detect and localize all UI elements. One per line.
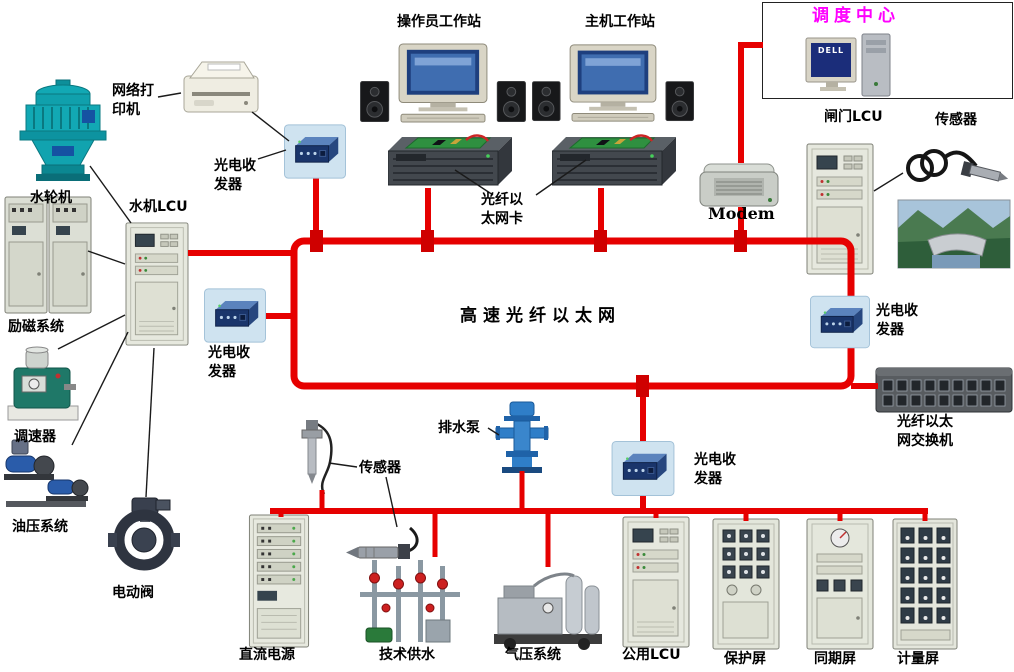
fiber-card-server-left-image: [388, 134, 512, 187]
label-sensor-bottom: 传感器: [359, 460, 401, 476]
oil-pressure-image: [4, 439, 89, 507]
dam-photo-image: [897, 199, 1011, 269]
tech-water-image: [360, 560, 460, 643]
water-turbine-image: [19, 79, 107, 181]
gate-lcu-cabinet-image: [806, 143, 874, 275]
label-tech-water: 技术供水: [379, 647, 435, 663]
pointer-lines: [57, 92, 904, 528]
excitation-cabinets-image: [4, 196, 92, 314]
label-hydro-lcu: 水机LCU: [129, 199, 188, 215]
label-protection-panel: 保护屏: [724, 651, 766, 667]
metering-panel-image: [892, 518, 958, 650]
transceiver-a-image: [284, 124, 346, 179]
label-network-printer: 网络打印机: [112, 83, 154, 118]
label-air-pressure: 气压系统: [505, 647, 561, 663]
transceiver-c-image: [810, 295, 870, 349]
dell-logo-text: DELL: [817, 46, 845, 55]
network-printer-image: [183, 61, 259, 113]
drain-pump-image: [495, 401, 549, 473]
transceiver-b-image: [204, 288, 266, 343]
label-sync-panel: 同期屏: [814, 651, 856, 667]
sensor-low-image: [346, 526, 419, 559]
label-electric-valve: 电动阀: [112, 585, 154, 601]
label-fiber-switch: 光纤以太网交换机: [897, 414, 953, 449]
label-dc-power: 直流电源: [239, 647, 295, 663]
label-host-workstation: 主机工作站: [585, 14, 655, 30]
equipment-layer: [4, 33, 1013, 650]
label-excitation-system: 励磁系统: [8, 319, 64, 335]
air-compressor-image: [494, 572, 602, 650]
label-transceiver-d: 光电收发器: [694, 452, 736, 487]
protection-panel-image: [712, 518, 780, 650]
label-drain-pump: 排水泵: [438, 420, 480, 436]
modem-image: [699, 163, 779, 207]
electric-valve-image: [108, 497, 180, 571]
hydro-lcu-cabinet-image: [125, 222, 189, 346]
transceiver-d-image: [611, 441, 675, 496]
host-workstation-image: [532, 45, 693, 121]
label-common-lcu: 公用LCU: [622, 647, 681, 663]
bus-junction-blocks: [310, 230, 747, 397]
governor-image: [7, 346, 79, 421]
dc-power-cabinet-image: [248, 514, 310, 648]
fiber-switch-image: [875, 367, 1013, 413]
label-transceiver-a: 光电收发器: [214, 158, 256, 193]
label-transceiver-c: 光电收发器: [876, 303, 918, 338]
fiber-card-server-right-image: [552, 134, 676, 187]
dispatch-computer-image: [805, 33, 891, 97]
label-operator-workstation: 操作员工作站: [397, 14, 481, 30]
label-metering-panel: 计量屏: [897, 651, 939, 667]
common-lcu-cabinet-image: [622, 516, 690, 648]
label-modem: Modem: [708, 204, 775, 223]
label-water-turbine: 水轮机: [30, 190, 72, 206]
label-dispatch-center: 调度中心: [812, 6, 900, 26]
sync-panel-image: [806, 518, 874, 650]
label-governor: 调速器: [14, 429, 56, 445]
label-backbone: 高速光纤以太网: [460, 306, 621, 326]
label-oil-pressure: 油压系统: [12, 519, 68, 535]
label-fiber-ethernet-card: 光纤以太网卡: [481, 192, 523, 227]
operator-workstation-image: [361, 44, 526, 122]
label-transceiver-b: 光电收发器: [208, 345, 250, 380]
label-sensor-top: 传感器: [935, 112, 977, 128]
label-gate-lcu: 闸门LCU: [824, 109, 883, 125]
sensor-mid-image: [301, 420, 333, 495]
sensor-top-image: [906, 149, 1009, 182]
